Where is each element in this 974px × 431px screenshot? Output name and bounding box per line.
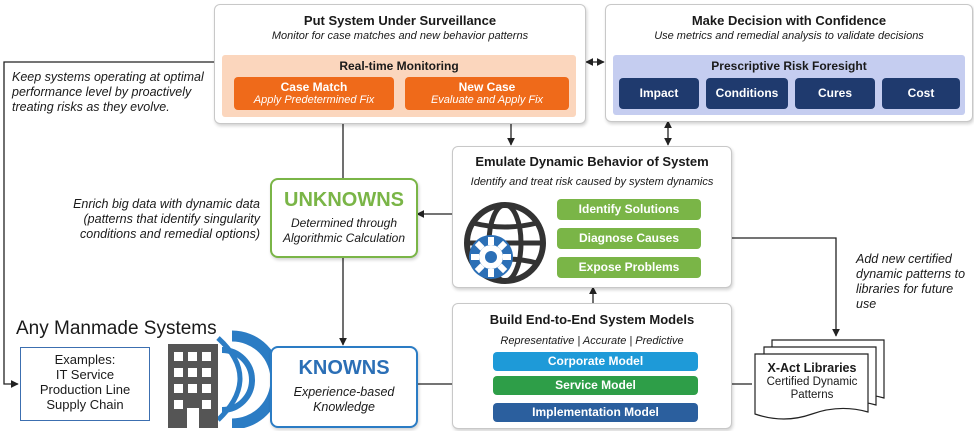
enrich-note: Enrich big data with dynamic data (patte…: [73, 197, 260, 241]
implementation-model-button[interactable]: Implementation Model: [493, 403, 698, 422]
new-case-button[interactable]: New Case Evaluate and Apply Fix: [405, 77, 569, 110]
decision-panel: Make Decision with Confidence Use metric…: [605, 4, 973, 122]
emulate-title: Emulate Dynamic Behavior of System: [475, 154, 709, 169]
cost-button[interactable]: Cost: [882, 78, 960, 109]
emulate-panel: Emulate Dynamic Behavior of System Ident…: [452, 146, 732, 288]
cures-button[interactable]: Cures: [795, 78, 875, 109]
realtime-monitoring-box: Real-time Monitoring Case Match Apply Pr…: [222, 55, 576, 117]
examples-box: Examples: IT Service Production Line Sup…: [20, 347, 150, 421]
conditions-button[interactable]: Conditions: [706, 78, 788, 109]
models-title: Build End-to-End System Models: [489, 312, 695, 327]
example-it-service: IT Service: [55, 367, 115, 382]
library-title: X-Act Libraries: [767, 361, 857, 375]
case-match-button[interactable]: Case Match Apply Predetermined Fix: [234, 77, 394, 110]
decision-subtitle: Use metrics and remedial analysis to val…: [654, 30, 924, 42]
impact-button[interactable]: Impact: [619, 78, 699, 109]
identify-solutions-button[interactable]: Identify Solutions: [557, 199, 701, 220]
case-match-sub: Apply Predetermined Fix: [253, 94, 375, 106]
manmade-title: Any Manmade Systems: [16, 318, 217, 339]
building-globe-icon: [168, 330, 282, 428]
knowns-box: KNOWNS Experience-based Knowledge: [270, 346, 418, 428]
unknowns-title: UNKNOWNS: [284, 189, 404, 211]
unknowns-box: UNKNOWNS Determined through Algorithmic …: [270, 178, 418, 258]
new-case-sub: Evaluate and Apply Fix: [430, 94, 544, 106]
surveillance-panel: Put System Under Surveillance Monitor fo…: [214, 4, 586, 124]
left-note: Keep systems operating at optimal perfor…: [12, 70, 204, 114]
risk-foresight-box: Prescriptive Risk Foresight Impact Condi…: [613, 55, 965, 115]
decision-title: Make Decision with Confidence: [691, 13, 887, 28]
case-match-title: Case Match: [280, 80, 348, 94]
new-case-title: New Case: [458, 80, 516, 94]
surveillance-title: Put System Under Surveillance: [303, 13, 497, 28]
emulate-subtitle: Identify and treat risk caused by system…: [470, 176, 714, 188]
unknowns-sub: Determined through Algorithmic Calculati…: [282, 216, 406, 245]
example-production-line: Production Line: [39, 382, 131, 397]
library-sub: Certified Dynamic Patterns: [766, 376, 858, 401]
right-note: Add new certified dynamic patterns to li…: [856, 252, 966, 311]
risk-foresight-label: Prescriptive Risk Foresight: [711, 59, 867, 73]
corporate-model-button[interactable]: Corporate Model: [493, 352, 698, 371]
service-model-button[interactable]: Service Model: [493, 376, 698, 395]
library-stack-icon: [754, 339, 885, 420]
expose-problems-button[interactable]: Expose Problems: [557, 257, 701, 278]
realtime-monitoring-label: Real-time Monitoring: [339, 59, 459, 73]
models-panel: Build End-to-End System Models Represent…: [452, 303, 732, 429]
diagnose-causes-button[interactable]: Diagnose Causes: [557, 228, 701, 249]
knowns-sub: Experience-based Knowledge: [293, 385, 395, 414]
knowns-title: KNOWNS: [298, 357, 390, 379]
examples-label: Examples:: [54, 352, 116, 367]
globe-gear-icon: [464, 202, 546, 284]
surveillance-subtitle: Monitor for case matches and new behavio…: [271, 30, 529, 42]
models-subtitle: Representative | Accurate | Predictive: [500, 335, 684, 347]
example-supply-chain: Supply Chain: [46, 397, 124, 412]
